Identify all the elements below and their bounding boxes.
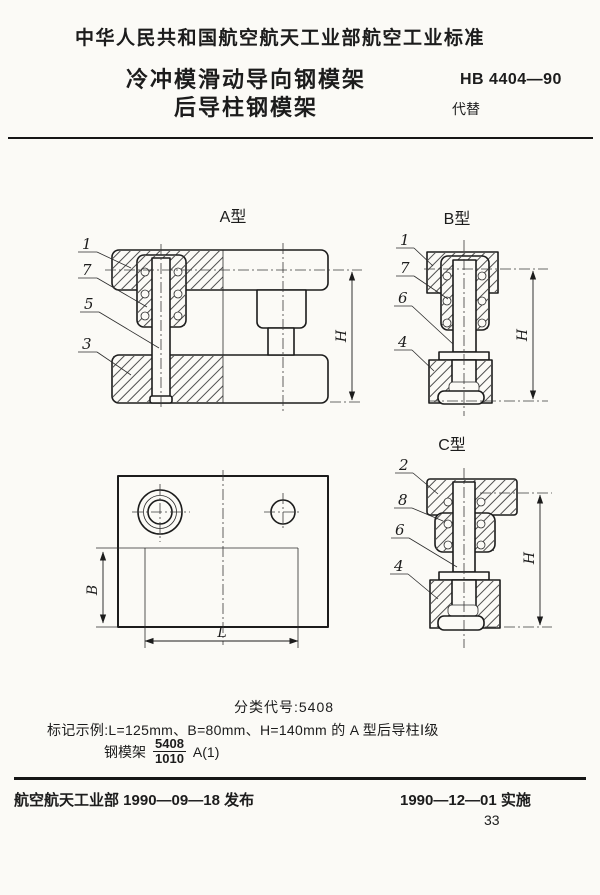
figure-type-c: C型 H 2 8: [390, 436, 552, 648]
footer-rule: [14, 777, 586, 780]
footer-issued: 航空航天工业部 1990—09—18 发布: [14, 792, 255, 809]
c-part-label-4: 4: [393, 557, 404, 575]
a-ball: [173, 267, 183, 277]
a-ball: [140, 289, 150, 299]
figure-plan-view: B L: [85, 470, 329, 648]
a-leader-line: [96, 251, 132, 269]
designation-suffix: A(1): [192, 743, 220, 760]
c-part-label-6: 6: [395, 521, 405, 539]
a-leader-line: [96, 351, 132, 376]
c-ball: [443, 497, 453, 507]
plan-dim-B-label: B: [85, 585, 101, 596]
a-part-label-5: 5: [84, 295, 94, 313]
header-rule: [8, 137, 593, 139]
a-ball: [140, 267, 150, 277]
a-ball: [173, 311, 183, 321]
c-leader-line: [412, 472, 439, 495]
plan-dim-L-label: L: [216, 625, 226, 641]
b-part-label-1: 1: [400, 231, 410, 249]
fraction-denominator: 1010: [155, 751, 184, 766]
b-ball: [442, 296, 452, 306]
b-leader-line: [411, 305, 454, 345]
a-leader-line: [96, 277, 148, 308]
b-part-label-6: 6: [398, 289, 408, 307]
figure-type-b: B型 H 1 7: [394, 210, 548, 416]
designation-prefix: 钢模架: [104, 743, 146, 760]
b-bottom-disc: [437, 390, 485, 405]
b-leader-line: [411, 349, 435, 372]
supersede-label: 代替: [452, 101, 480, 117]
b-guide-pillar: [452, 259, 477, 353]
c-ball: [476, 540, 486, 550]
a-part-label-7: 7: [82, 261, 92, 279]
a-part-label-3: 3: [82, 335, 92, 353]
b-part-label-4: 4: [397, 333, 408, 351]
b-leader-line: [413, 247, 434, 267]
b-ball: [477, 271, 487, 281]
c-leader-line: [411, 507, 444, 522]
a-dim-H-label: H: [334, 329, 350, 343]
figure-b-title: B型: [444, 210, 471, 228]
page-number: 33: [484, 812, 500, 828]
b-ball: [442, 271, 452, 281]
c-ball: [476, 519, 486, 529]
b-ball: [477, 296, 487, 306]
c-bottom-disc: [437, 615, 485, 631]
document-title: 冷冲模滑动导向钢模架 后导柱钢模架: [0, 66, 492, 122]
a-part-label-1: 1: [82, 235, 92, 253]
b-ball: [477, 318, 487, 328]
c-leader-line: [407, 573, 439, 600]
figure-a-title: A型: [220, 208, 247, 226]
org-standard-line: 中华人民共和国航空航天工业部航空工业标准: [74, 28, 485, 49]
classification-code: 分类代号:5408: [234, 699, 335, 715]
c-dim-H-label: H: [522, 551, 538, 565]
b-ball: [442, 318, 452, 328]
figure-c-title: C型: [438, 436, 466, 454]
c-washer: [447, 604, 479, 617]
marking-example-line: 标记示例:L=125mm、B=80mm、H=140mm 的 A 型后导柱Ⅰ级: [47, 722, 439, 738]
footer-implemented: 1990—12—01 实施: [400, 792, 531, 809]
b-leader-line: [413, 275, 449, 300]
designation-row: 钢模架 5408 1010 A(1): [104, 737, 219, 766]
title-line-1: 冷冲模滑动导向钢模架: [125, 67, 366, 92]
c-part-label-8: 8: [398, 491, 408, 509]
c-ball: [476, 497, 486, 507]
designation-fraction: 5408 1010: [153, 737, 186, 766]
c-ball: [443, 540, 453, 550]
b-part-label-7: 7: [400, 259, 410, 277]
c-ball: [443, 519, 453, 529]
figure-type-a: A型: [78, 208, 362, 413]
a-shank-upper-step: [256, 289, 307, 329]
title-line-2: 后导柱钢模架: [173, 95, 318, 120]
fraction-numerator: 5408: [153, 736, 186, 752]
standard-code: HB 4404—90: [460, 71, 562, 88]
a-ball: [173, 289, 183, 299]
c-part-label-2: 2: [398, 456, 409, 474]
a-ball: [140, 311, 150, 321]
a-leader-line: [98, 311, 160, 349]
b-dim-H-label: H: [515, 328, 531, 342]
c-leader-line: [408, 537, 458, 568]
a-shank-lower-step: [267, 327, 295, 356]
